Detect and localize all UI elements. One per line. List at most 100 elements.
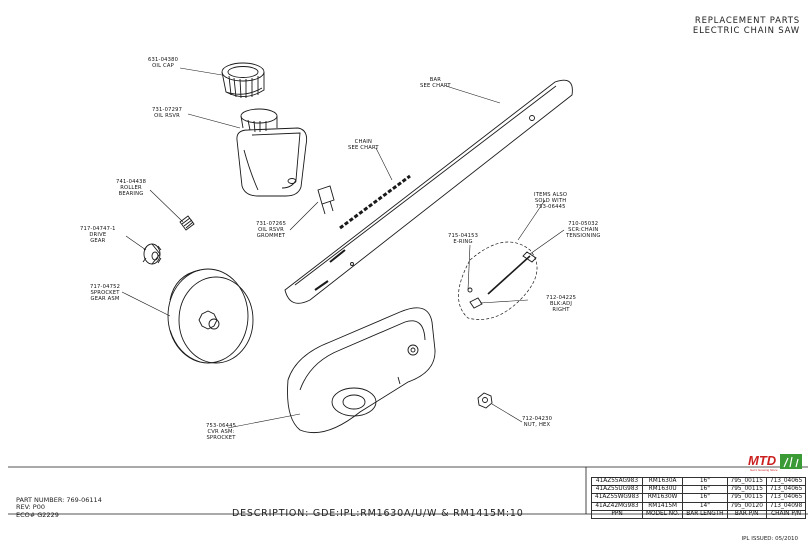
part-name-2: SPROCKET xyxy=(206,434,236,441)
revision: REV: P00 xyxy=(16,503,45,512)
sprocket-cover-drawing xyxy=(287,307,436,434)
part-number: 741-04438 xyxy=(116,179,147,185)
title-line-1: REPLACEMENT PARTS xyxy=(694,16,800,26)
part-name: OIL RSVR xyxy=(154,112,180,119)
part-number-block: PART NUMBER: 769-06114 REV: P00 ECO# G22… xyxy=(16,496,102,519)
column-header: BAR LENGTH xyxy=(682,509,728,520)
callout-oil-cap: 631-04380 OIL CAP xyxy=(148,57,179,70)
grommet-drawing xyxy=(317,185,335,215)
part-number: 717-04752 xyxy=(90,284,121,290)
callout-nut-hex: 712-04230 NUT, HEX xyxy=(522,416,553,429)
part-name-2: GEAR xyxy=(90,237,106,244)
note-line-1: ITEMS ALSO xyxy=(534,192,568,198)
table-cell: 713_04065 xyxy=(765,476,807,487)
logo-wordmark: MTD xyxy=(748,453,777,468)
roller-bearing-drawing xyxy=(179,215,195,231)
column-header: BAR P/N xyxy=(726,509,767,520)
table-cell: 41AZ55AG983 xyxy=(591,476,643,487)
part-name: OIL RSVR xyxy=(258,226,284,233)
column-header: MODEL NO. xyxy=(641,509,684,520)
callout-scr-chain: 710-05032 SCR:CHAIN TENSIONING xyxy=(566,221,601,239)
callout-oil-rsvr: 731-07297 OIL RSVR xyxy=(152,107,183,120)
table-cell: RM1415M xyxy=(641,501,684,511)
part-name: DRIVE xyxy=(89,231,107,238)
oil-cap-drawing xyxy=(221,62,265,99)
drive-gear-drawing xyxy=(142,243,162,265)
table-cell: 16" xyxy=(682,485,728,495)
part-number: BAR xyxy=(429,77,442,83)
mtd-logo: MTD Get it Growing Since xyxy=(748,452,804,472)
callout-items-also: ITEMS ALSO SOLD WITH 753-06445 xyxy=(534,192,568,210)
part-number: 731-07265 xyxy=(256,221,287,227)
title-line-2: ELECTRIC CHAIN SAW xyxy=(692,26,800,36)
part-name: SEE CHART xyxy=(348,144,379,151)
part-number: 710-05032 xyxy=(568,221,599,227)
part-number: 731-07297 xyxy=(152,107,183,113)
table-cell: 16" xyxy=(682,476,728,487)
adjust-block-drawing xyxy=(467,287,483,309)
table-cell: 795_00115 xyxy=(726,493,767,503)
table-cell: RM1630A xyxy=(641,476,684,487)
note-line-3: 753-06445 xyxy=(535,203,566,210)
part-name-2: BEARING xyxy=(118,190,144,197)
kit-group-outline xyxy=(458,241,538,320)
table-cell: RM1630U xyxy=(641,485,684,495)
note-line-2: SOLD WITH xyxy=(534,197,567,204)
page-title: REPLACEMENT PARTS ELECTRIC CHAIN SAW xyxy=(693,16,800,36)
callout-sprocket-gear: 717-04752 SPROCKET GEAR ASM xyxy=(90,284,121,302)
callout-roller-bearing: 741-04438 ROLLER BEARING xyxy=(116,179,147,197)
part-number: CHAIN xyxy=(354,139,373,145)
tension-screw-drawing xyxy=(487,251,537,295)
table-cell: 713_04065 xyxy=(765,493,807,503)
eco-number: ECO# G2229 xyxy=(16,510,59,519)
column-header: PPN xyxy=(591,509,643,520)
callout-drive-gear: 717-04747-1 DRIVE GEAR xyxy=(80,226,116,244)
part-number: 717-04747-1 xyxy=(80,226,116,232)
part-name: SEE CHART xyxy=(420,82,451,89)
table-cell: 795_00120 xyxy=(726,501,767,511)
table-cell: RM1630W xyxy=(641,493,684,503)
part-number: 715-04153 xyxy=(448,233,479,239)
table-cell: 41AZ55UG983 xyxy=(591,485,643,495)
sprocket-gear-drawing xyxy=(167,268,254,364)
table-cell: 713_04098 xyxy=(765,501,807,511)
hex-nut-drawing xyxy=(477,392,493,409)
callout-cvr-asm: 753-06445 CVR ASM: SPROCKET xyxy=(206,423,237,441)
callout-bar: BAR SEE CHART xyxy=(420,77,451,90)
table-cell: 16" xyxy=(682,493,728,503)
part-number: 631-04380 xyxy=(148,57,179,63)
part-number: PART NUMBER: 769-06114 xyxy=(16,496,102,504)
part-name-2: TENSIONING xyxy=(566,232,601,239)
part-number: 712-04230 xyxy=(522,416,553,422)
part-name: CVR ASM: xyxy=(207,428,235,435)
part-name: NUT, HEX xyxy=(523,421,551,428)
part-number: 753-06445 xyxy=(206,423,237,429)
table-cell: 41AZ42MG983 xyxy=(591,501,643,511)
table-cell: 14" xyxy=(682,501,728,511)
oil-reservoir-drawing xyxy=(236,108,308,197)
part-name-2: GEAR ASM xyxy=(90,295,120,302)
leader-lines xyxy=(121,67,565,429)
logo-tagline: Get it Growing Since xyxy=(750,468,778,472)
issued-date: IPL ISSUED: 05/2010 xyxy=(741,536,798,542)
callout-e-ring: 715-04153 E-RING xyxy=(448,233,479,246)
part-name: E-RING xyxy=(453,238,473,245)
part-name-2: RIGHT xyxy=(552,306,570,313)
chain-drawing xyxy=(339,174,411,230)
part-name: OIL CAP xyxy=(152,62,174,69)
part-name: BLK:ADJ xyxy=(550,300,573,307)
table-cell: 795_00115 xyxy=(726,485,767,495)
description: DESCRIPTION: GDE:IPL:RM1630A/U/W & RM141… xyxy=(232,508,524,519)
part-name: SCR:CHAIN xyxy=(568,226,599,233)
part-name: ROLLER xyxy=(120,184,142,191)
part-number: 712-04225 xyxy=(546,295,577,301)
column-header: CHAIN P/N xyxy=(765,509,807,520)
table-cell: 713_04065 xyxy=(765,485,807,495)
part-name: SPROCKET xyxy=(90,289,120,296)
table-cell: 795_00115 xyxy=(726,476,767,487)
